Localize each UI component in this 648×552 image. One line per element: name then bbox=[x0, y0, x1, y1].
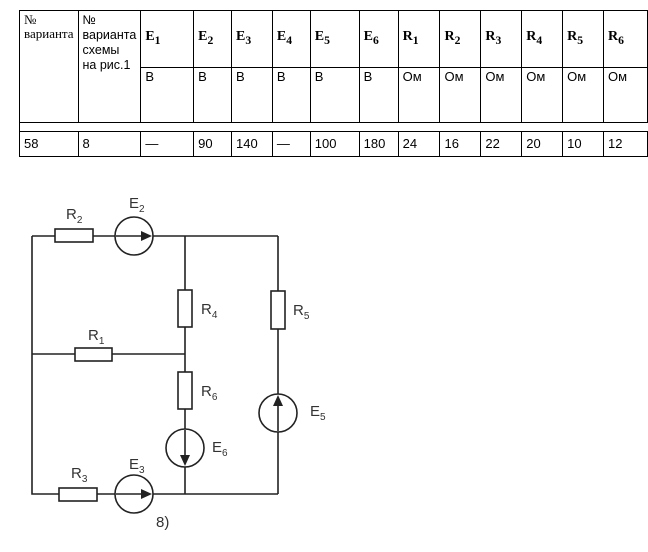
arrow-e6 bbox=[180, 455, 190, 466]
label-e6: E6 bbox=[212, 439, 228, 459]
resistor-r5 bbox=[270, 290, 286, 330]
source-e2 bbox=[114, 216, 154, 256]
unit-cell: Ом bbox=[521, 67, 564, 123]
value-cell: 10 bbox=[562, 131, 605, 157]
quantity-header: E1 bbox=[140, 10, 195, 68]
scheme-number-cell: 8 bbox=[77, 131, 142, 157]
quantity-header: E3 bbox=[230, 10, 273, 68]
resistor-r1 bbox=[74, 347, 113, 362]
resistor-r2 bbox=[54, 228, 94, 243]
value-cell: — bbox=[271, 131, 311, 157]
source-e3 bbox=[114, 474, 154, 514]
variant-number-cell: 58 bbox=[19, 131, 79, 157]
label-e2: E2 bbox=[129, 195, 145, 215]
resistor-r3 bbox=[58, 487, 98, 502]
quantity-header: E6 bbox=[358, 10, 399, 68]
arrow-e2 bbox=[141, 231, 152, 241]
unit-cell: Ом bbox=[397, 67, 441, 123]
resistor-r4 bbox=[177, 289, 193, 328]
scheme-number-header: № варианта схемы на рис.1 bbox=[77, 10, 142, 123]
label-r4: R4 bbox=[201, 301, 218, 321]
scheme-caption: 8) bbox=[156, 514, 169, 531]
label-r6: R6 bbox=[201, 383, 218, 403]
unit-cell: Ом bbox=[439, 67, 482, 123]
value-cell: 16 bbox=[439, 131, 482, 157]
variant-table: № варианта № варианта схемы на рис.1 E1 … bbox=[19, 10, 648, 157]
quantity-header: E4 bbox=[271, 10, 311, 68]
source-e6 bbox=[165, 428, 205, 468]
resistor-r6 bbox=[177, 371, 193, 410]
label-e5: E5 bbox=[310, 403, 326, 423]
arrow-e5 bbox=[273, 395, 283, 406]
label-r1: R1 bbox=[88, 327, 105, 347]
value-cell: 22 bbox=[480, 131, 523, 157]
unit-cell: В bbox=[140, 67, 195, 123]
label-r3: R3 bbox=[71, 465, 88, 485]
value-cell: 140 bbox=[230, 131, 273, 157]
label-r5: R5 bbox=[293, 302, 310, 322]
unit-cell: Ом bbox=[603, 67, 648, 123]
quantity-header: R2 bbox=[439, 10, 482, 68]
arrow-e3 bbox=[141, 489, 152, 499]
value-cell: 100 bbox=[309, 131, 360, 157]
wire bbox=[31, 236, 278, 495]
value-cell: 180 bbox=[358, 131, 399, 157]
variant-number-header: № варианта bbox=[19, 10, 79, 123]
source-e5 bbox=[258, 393, 298, 433]
quantity-header: R5 bbox=[562, 10, 605, 68]
label-r2: R2 bbox=[66, 206, 83, 226]
label-e3: E3 bbox=[129, 456, 145, 476]
value-cell: 12 bbox=[603, 131, 648, 157]
value-cell: 24 bbox=[397, 131, 441, 157]
value-cell: 20 bbox=[521, 131, 564, 157]
